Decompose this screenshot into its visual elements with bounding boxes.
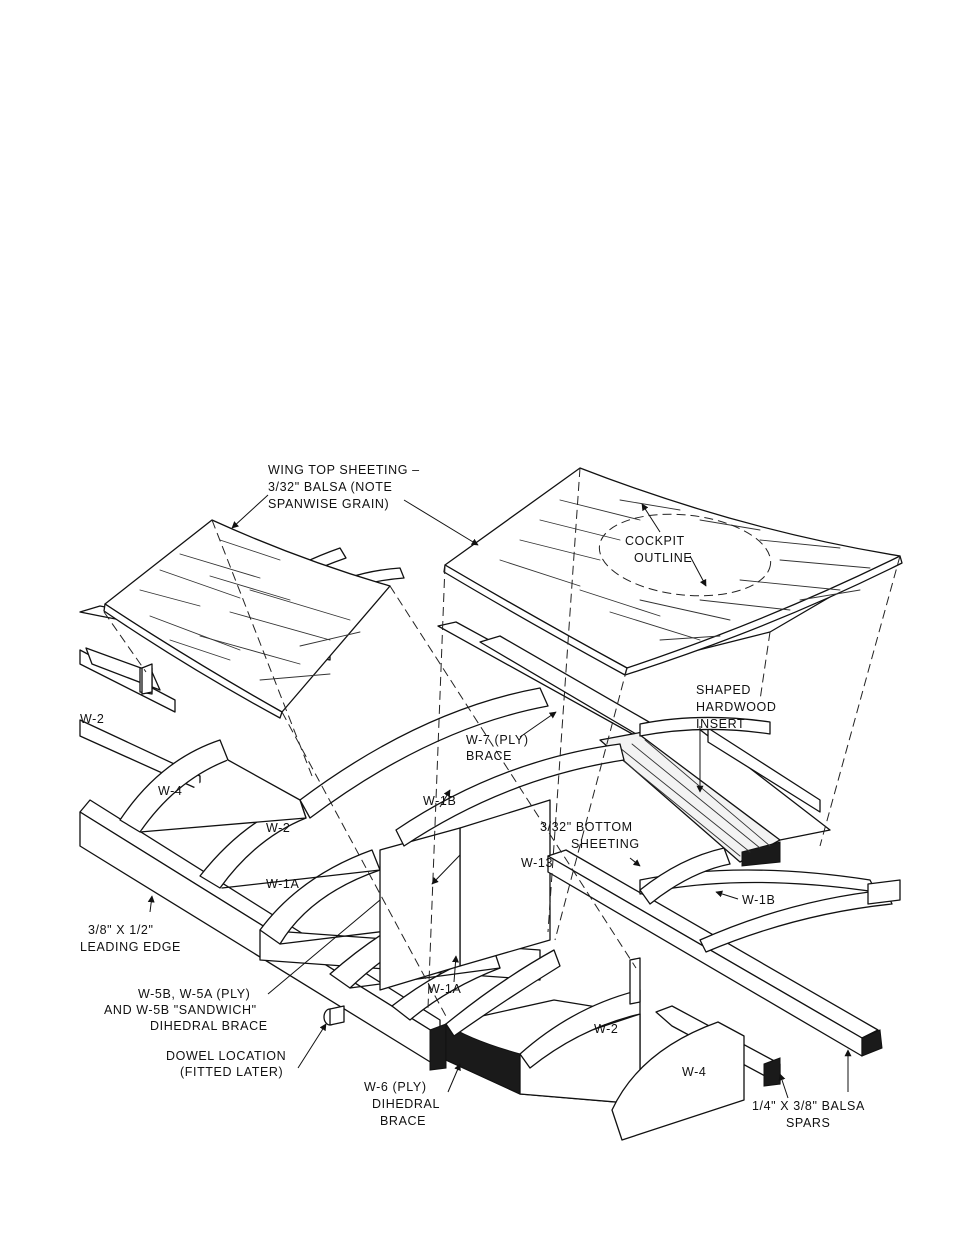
label-shaped-hardwood-2: HARDWOOD [696, 700, 777, 714]
label-w2-right: W-2 [594, 1022, 619, 1036]
label-w4-left: W-4 [158, 784, 183, 798]
label-bottom-sheeting-2: SHEETING [571, 837, 640, 851]
label-w7-brace-2: BRACE [466, 749, 512, 763]
right-top-sheeting [443, 467, 903, 676]
dowel [323, 1005, 345, 1026]
label-cockpit-outline-1: COCKPIT [625, 534, 685, 548]
label-wing-top-sheeting-1: WING TOP SHEETING – [268, 463, 420, 477]
center-section [79, 687, 641, 1105]
label-sandwich-brace-3: DIHEDRAL BRACE [150, 1019, 268, 1033]
label-sandwich-brace-2: AND W-5B "SANDWICH" [104, 1003, 257, 1017]
label-w7-brace-1: W-7 (PLY) [466, 733, 529, 747]
label-balsa-spars-1: 1/4" X 3/8" BALSA [752, 1099, 865, 1113]
labels: WING TOP SHEETING – 3/32" BALSA (NOTE SP… [80, 463, 865, 1130]
label-w1a-left: W-1A [266, 877, 299, 891]
label-w1a-center: W-1A [428, 982, 461, 996]
label-w1b-center: W-1B [423, 794, 456, 808]
label-w2-left: W-2 [80, 712, 105, 726]
label-balsa-spars-2: SPARS [786, 1116, 830, 1130]
label-w6-brace-3: BRACE [380, 1114, 426, 1128]
label-w13: W-13 [521, 856, 553, 870]
label-dowel-location-2: (FITTED LATER) [180, 1065, 283, 1079]
label-w6-brace-2: DIHEDRAL [372, 1097, 440, 1111]
label-leading-edge-2: LEADING EDGE [80, 940, 181, 954]
label-w1b-right: W-1B [742, 893, 775, 907]
label-shaped-hardwood-1: SHAPED [696, 683, 751, 697]
label-wing-top-sheeting-2: 3/32" BALSA (NOTE [268, 480, 392, 494]
label-w4-right: W-4 [682, 1065, 707, 1079]
label-wing-top-sheeting-3: SPANWISE GRAIN) [268, 497, 389, 511]
label-sandwich-brace-1: W-5B, W-5A (PLY) [138, 987, 250, 1001]
label-shaped-hardwood-3: INSERT [696, 717, 745, 731]
label-dowel-location-1: DOWEL LOCATION [166, 1049, 286, 1063]
projection-lines [103, 467, 901, 1021]
label-cockpit-outline-2: OUTLINE [634, 551, 692, 565]
label-leading-edge-1: 3/8" X 1/2" [88, 923, 154, 937]
label-w2-mid: W-2 [266, 821, 291, 835]
cockpit-outline-ellipse [598, 513, 772, 597]
leader-lines [147, 494, 852, 1099]
right-panel [141, 663, 901, 1057]
left-top-sheeting [103, 519, 391, 719]
hardwood-hatching [609, 739, 771, 857]
center-brace-strips [437, 621, 831, 867]
label-w6-brace-1: W-6 (PLY) [364, 1080, 427, 1094]
w4-detached-rib [611, 1005, 781, 1141]
label-bottom-sheeting-1: 3/32" BOTTOM [540, 820, 633, 834]
